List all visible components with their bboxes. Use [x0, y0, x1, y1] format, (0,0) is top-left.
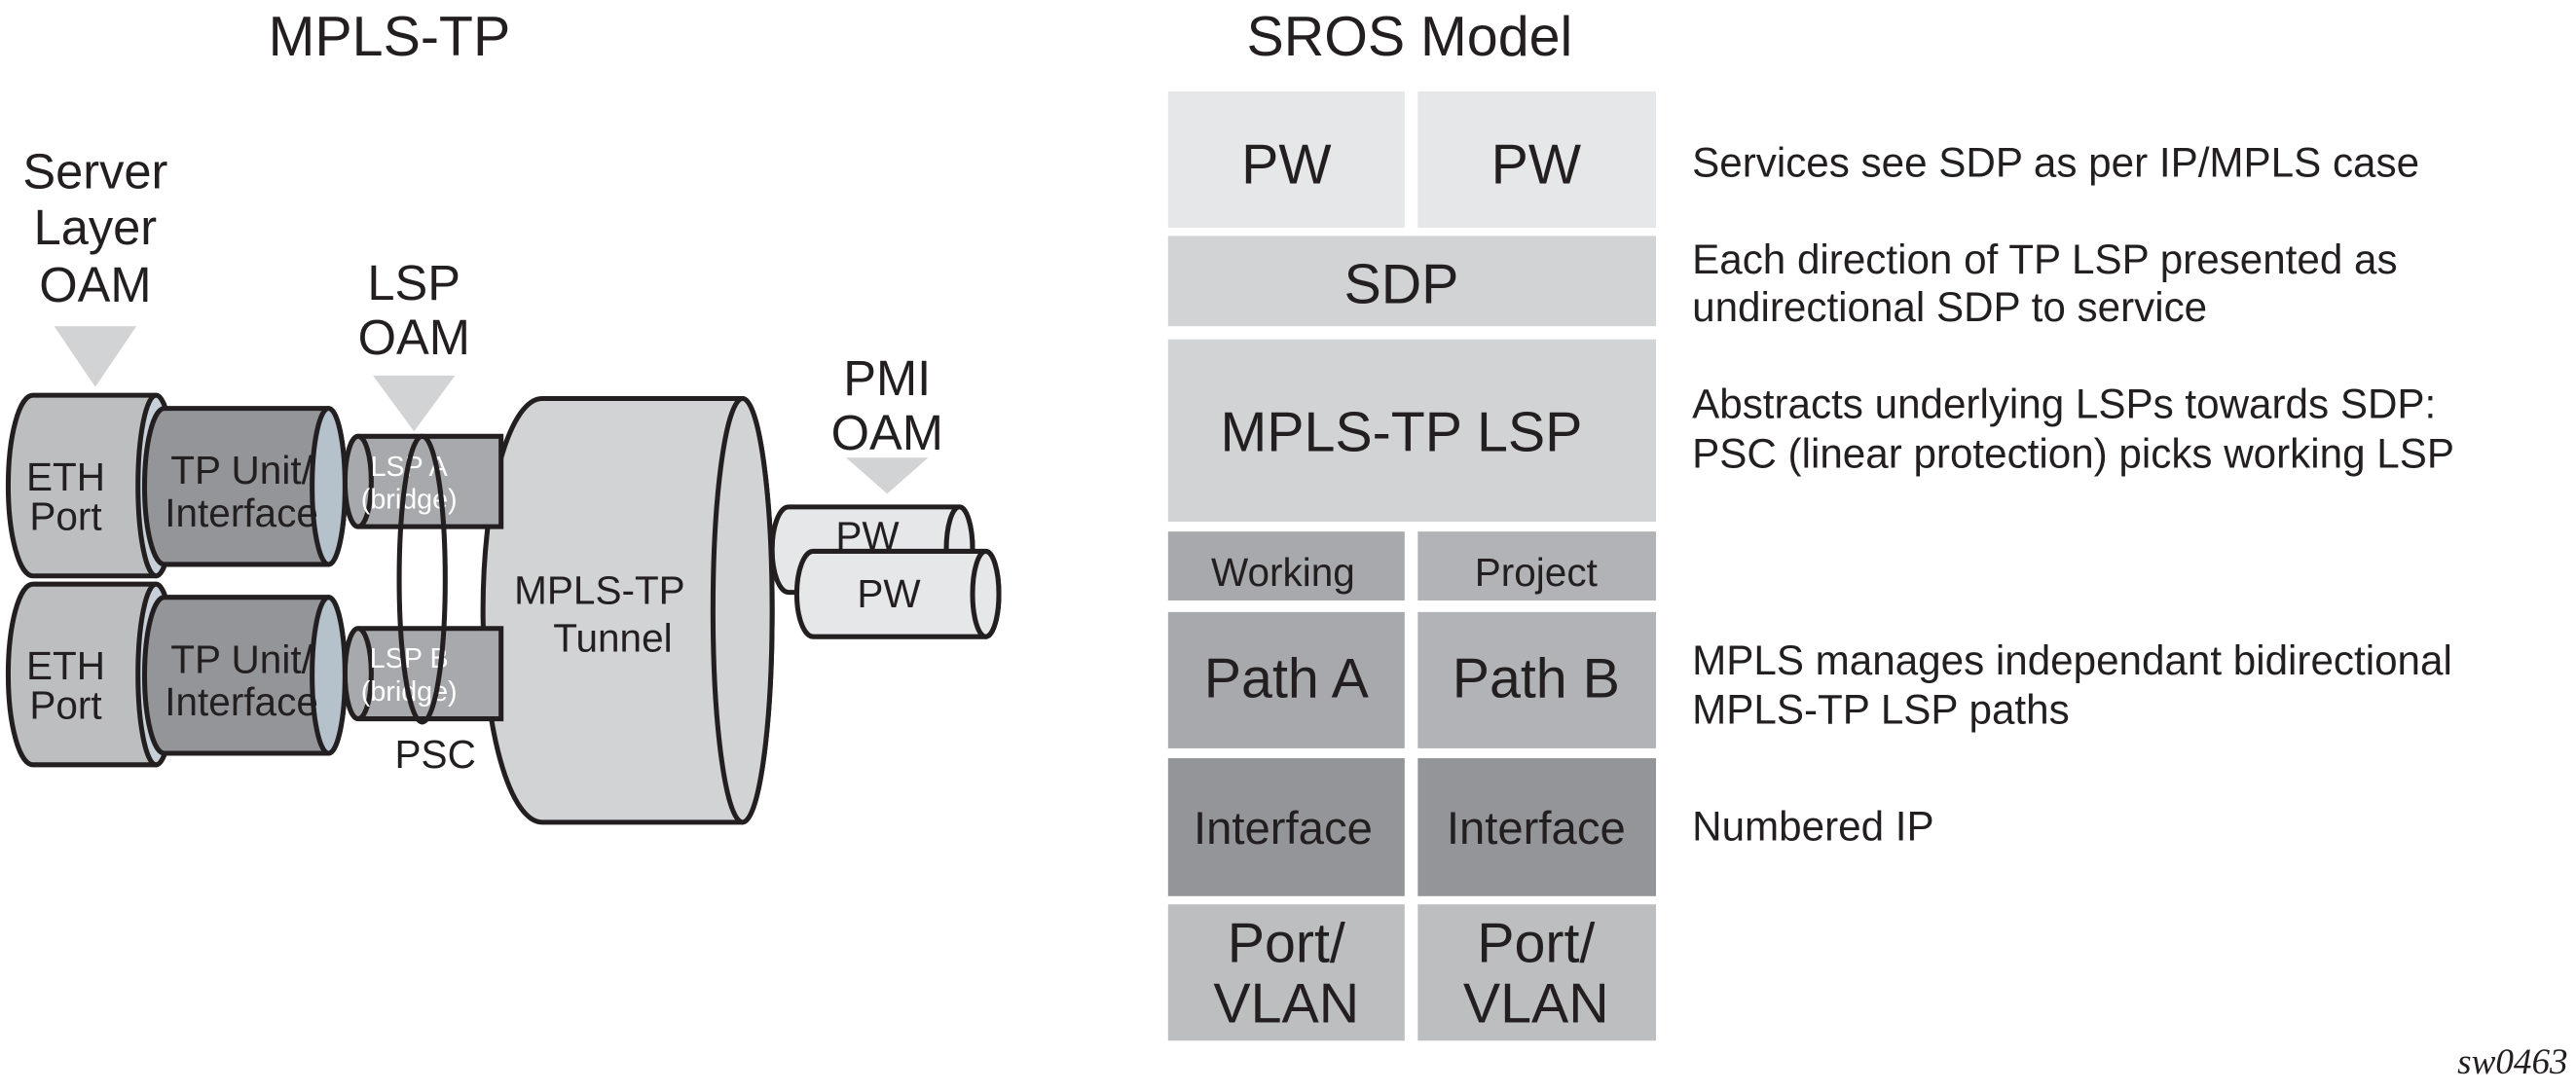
sros-model-title: SROS Model — [1247, 6, 1573, 68]
lsp-oam-label-2: OAM — [358, 309, 470, 365]
interface-label-2: Interface — [165, 679, 318, 724]
mpls-tp-title: MPLS-TP — [269, 6, 511, 68]
block-port-vlan-2 — [1417, 904, 1656, 1041]
note-services: Services see SDP as per IP/MPLS case — [1692, 140, 2419, 186]
block-mpls-tp-lsp — [1167, 339, 1656, 523]
note-ip: Numbered IP — [1692, 803, 1933, 849]
block-pw-2-label: PW — [1491, 133, 1581, 196]
block-path-a-label: Path A — [1204, 648, 1370, 710]
psc-label: PSC — [395, 732, 476, 777]
block-project — [1417, 531, 1656, 601]
block-path-b-label: Path B — [1453, 648, 1620, 710]
lsp-oam-arrow-icon — [373, 375, 456, 432]
block-interface-1 — [1167, 758, 1405, 896]
port-label-2: Port — [29, 683, 101, 728]
note-mpls-1: MPLS manages independant bidirectional — [1692, 637, 2452, 683]
note-sdp-2: undirectional SDP to service — [1692, 284, 2207, 330]
tp-unit-label-1: TP Unit/ — [170, 448, 313, 492]
block-port-1-label: Port/ — [1228, 912, 1345, 974]
tunnel-label-2: Tunnel — [553, 615, 672, 660]
block-interface-2 — [1417, 758, 1656, 896]
block-port-2-label: Port/ — [1477, 912, 1595, 974]
block-interface-1-label: Interface — [1194, 803, 1373, 855]
server-oam-arrow-icon — [54, 326, 137, 387]
pw-label-2: PW — [857, 571, 921, 616]
server-oam-label-2: Layer — [34, 200, 158, 255]
port-label-1: Port — [29, 493, 101, 538]
note-lsp-1: Abstracts underlying LSPs towards SDP: — [1692, 382, 2436, 427]
psc-ring — [396, 433, 448, 725]
block-working — [1167, 531, 1405, 601]
lsp-b-label: LSP B — [370, 643, 449, 674]
block-pw-2 — [1417, 91, 1656, 228]
block-vlan-2-label: VLAN — [1463, 973, 1609, 1036]
block-pw-1 — [1167, 91, 1405, 228]
pmi-oam-label-2: OAM — [831, 405, 943, 460]
block-path-b — [1417, 611, 1656, 748]
eth-label-1: ETH — [26, 455, 105, 499]
tp-unit-label-2: TP Unit/ — [170, 636, 313, 681]
pw-tube-2: PW — [793, 548, 1002, 639]
block-sdp — [1167, 236, 1656, 327]
block-lsp-label: MPLS-TP LSP — [1220, 401, 1582, 463]
block-pw-1-label: PW — [1241, 133, 1331, 196]
interface-label-1: Interface — [165, 491, 318, 535]
lsp-b-tube: LSP B (bridge) — [342, 626, 504, 722]
tp-unit-top: TP Unit/ Interface — [141, 406, 348, 567]
server-oam-label-3: OAM — [39, 257, 151, 312]
lsp-oam-label-1: LSP — [367, 255, 460, 310]
tunnel-label-1: MPLS-TP — [514, 567, 685, 612]
block-path-a — [1167, 611, 1405, 748]
pmi-oam-arrow-icon — [846, 457, 929, 494]
mpls-tp-tunnel: MPLS-TP Tunnel — [480, 395, 775, 825]
note-lsp-2: PSC (linear protection) picks working LS… — [1692, 430, 2454, 476]
eth-label-2: ETH — [26, 643, 105, 688]
lsp-a-tube: LSP A (bridge) — [342, 433, 504, 529]
tp-unit-bottom: TP Unit/ Interface — [141, 595, 348, 756]
pmi-oam-label-1: PMI — [843, 350, 931, 406]
block-project-label: Project — [1475, 550, 1598, 595]
server-oam-label-1: Server — [22, 143, 167, 199]
block-sdp-label: SDP — [1343, 254, 1458, 316]
block-vlan-1-label: VLAN — [1213, 973, 1359, 1036]
block-port-vlan-1 — [1167, 904, 1405, 1041]
figure-id: sw0463 — [2457, 1042, 2567, 1082]
note-mpls-2: MPLS-TP LSP paths — [1692, 687, 2070, 733]
note-sdp-1: Each direction of TP LSP presented as — [1692, 236, 2397, 282]
block-interface-2-label: Interface — [1447, 803, 1626, 855]
block-working-label: Working — [1211, 550, 1355, 595]
